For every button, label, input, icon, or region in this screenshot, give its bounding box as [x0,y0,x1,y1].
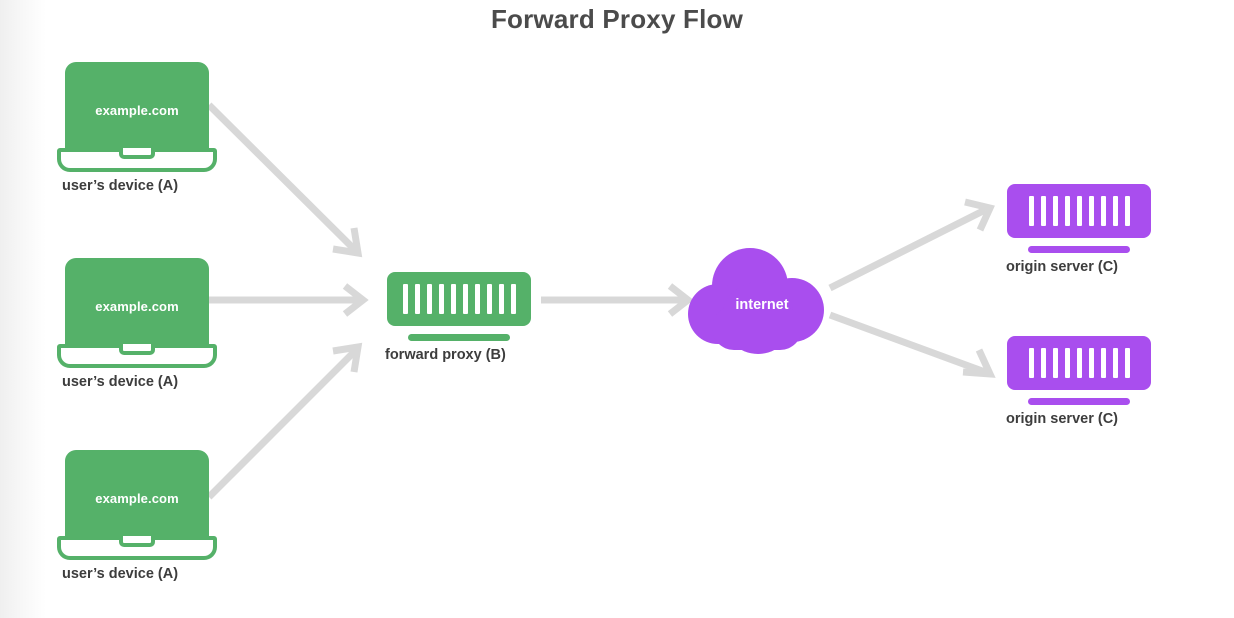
arrow-internet-to-origin2 [828,311,996,378]
client-device-1[interactable]: example.com [57,62,232,177]
laptop-screen-label: example.com [95,103,179,118]
arrow-client3-to-proxy [206,342,363,500]
server-icon [1007,336,1151,390]
laptop-notch [119,148,155,159]
origin-server-2[interactable] [1007,336,1157,412]
client-device-1-caption: user’s device (A) [62,178,179,194]
forward-proxy-caption: forward proxy (B) [385,347,506,363]
laptop-notch [119,536,155,547]
origin-server-1[interactable] [1007,184,1157,260]
arrow-proxy-to-internet [541,283,694,317]
cloud-icon [688,248,824,354]
origin-server-2-caption: origin server (C) [1006,411,1118,427]
proxy-stand [408,334,510,341]
forward-proxy-node[interactable] [387,272,537,348]
laptop-screen: example.com [65,62,209,150]
laptop-screen-label: example.com [95,299,179,314]
diagram-title: Forward Proxy Flow [490,4,744,34]
laptop-screen-label: example.com [95,491,179,506]
client-device-3-caption: user’s device (A) [62,566,179,582]
origin-server-1-caption: origin server (C) [1006,259,1118,275]
client-device-3[interactable]: example.com [57,450,232,565]
laptop-screen: example.com [65,258,209,346]
proxy-icon [387,272,531,326]
laptop-screen: example.com [65,450,209,538]
arrow-client2-to-proxy [209,283,369,317]
server-stand [1028,398,1130,405]
internet-cloud-node[interactable]: internet [688,248,836,358]
server-stand [1028,246,1130,253]
server-icon [1007,184,1151,238]
client-device-2[interactable]: example.com [57,258,232,373]
arrow-internet-to-origin1 [828,198,995,292]
internet-cloud-label: internet [735,297,789,313]
arrow-client1-to-proxy [206,102,363,258]
laptop-notch [119,344,155,355]
client-device-2-caption: user’s device (A) [62,374,179,390]
